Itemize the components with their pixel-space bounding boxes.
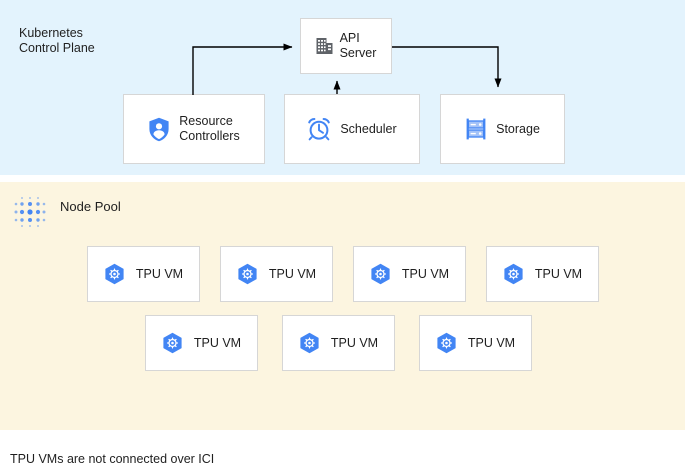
tpu-vm-card-3[interactable]: TPU VM [353,246,466,302]
tpu-vm-card-6[interactable]: TPU VM [282,315,395,371]
node-pool-region [0,182,685,430]
node-scheduler[interactable]: Scheduler [284,94,420,164]
shield-person-icon [149,117,169,141]
tpu-vm-4-label: TPU VM [534,266,583,281]
tpu-vm-2-content: TPU VM [237,263,316,285]
hexagon-gear-icon [371,263,390,285]
server-rack-icon [466,118,486,140]
tpu-vm-card-4[interactable]: TPU VM [486,246,599,302]
footer-note: TPU VMs are not connected over ICI [10,452,215,466]
tpu-vm-1-content: TPU VM [104,263,183,285]
node-resource-controllers-label: Resource Controllers [179,114,240,143]
node-storage-content: Storage [465,118,540,140]
tpu-vm-2-label: TPU VM [268,266,317,281]
node-scheduler-label: Scheduler [340,121,397,136]
tpu-vm-5-content: TPU VM [162,332,241,354]
tpu-vm-6-content: TPU VM [299,332,378,354]
tpu-vm-card-5[interactable]: TPU VM [145,315,258,371]
control-plane-title: Kubernetes Control Plane [19,26,95,55]
hexagon-gear-icon [163,332,182,354]
node-scheduler-content: Scheduler [307,117,397,141]
node-api-server[interactable]: API Server [300,18,392,74]
node-api-server-label: API Server [339,31,377,60]
tpu-vm-card-2[interactable]: TPU VM [220,246,333,302]
hexagon-gear-icon [238,263,257,285]
tpu-vm-1-label: TPU VM [135,266,184,281]
tpu-vm-4-content: TPU VM [503,263,582,285]
tpu-vm-5-label: TPU VM [193,335,242,350]
hexagon-gear-icon [105,263,124,285]
tpu-vm-7-label: TPU VM [467,335,516,350]
node-resource-controllers-content: Resource Controllers [148,114,240,144]
tpu-vm-card-7[interactable]: TPU VM [419,315,532,371]
tpu-vm-7-content: TPU VM [436,332,515,354]
hexagon-gear-icon [300,332,319,354]
node-storage[interactable]: Storage [440,94,565,164]
tpu-vm-3-content: TPU VM [370,263,449,285]
hexagon-gear-icon [504,263,523,285]
tpu-vm-card-1[interactable]: TPU VM [87,246,200,302]
building-icon [316,38,333,54]
tpu-vm-3-label: TPU VM [401,266,450,281]
dot-matrix-icon [14,197,46,227]
hexagon-gear-icon [437,332,456,354]
node-api-server-content: API Server [316,31,377,61]
alarm-clock-icon [308,118,331,141]
node-pool-title: Node Pool [60,199,121,214]
node-resource-controllers[interactable]: Resource Controllers [123,94,265,164]
node-storage-label: Storage [496,121,540,136]
tpu-vm-6-label: TPU VM [330,335,379,350]
